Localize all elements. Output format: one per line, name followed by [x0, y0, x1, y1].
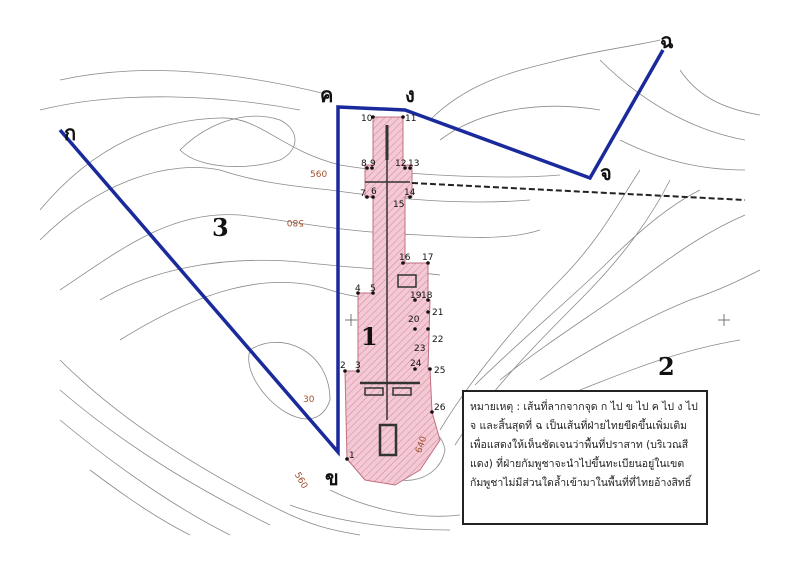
point-labels: 1 2 3 4 5 6 7 8 9 10 11 12 13 14 15 16 1… [340, 114, 446, 461]
temple-structure [360, 125, 420, 457]
corner-label-cho-ching: ฉ [660, 29, 674, 53]
point-label: 6 [371, 187, 377, 197]
point-label: 2 [340, 361, 346, 371]
point-label: 9 [370, 159, 376, 169]
temple-area [344, 116, 441, 486]
elevation-label: 580 [287, 217, 304, 227]
point-label: 22 [432, 335, 443, 345]
point-label: 15 [393, 200, 404, 210]
point-label: 10 [361, 114, 373, 124]
point-label: 26 [434, 403, 446, 413]
zone-label-2: 2 [658, 352, 675, 381]
survey-points [343, 115, 434, 461]
point-label: 23 [414, 344, 425, 354]
zone-label-1: 1 [361, 322, 378, 351]
point-label: 7 [360, 189, 366, 199]
point-label: 4 [355, 284, 361, 294]
point-label: 5 [370, 284, 376, 294]
point-label: 1 [349, 451, 355, 461]
elevation-label: 560 [292, 471, 309, 491]
corner-label-cho: จ [600, 161, 612, 185]
corner-label-ka: ก [64, 121, 76, 145]
point-label: 3 [355, 361, 361, 371]
corner-label-ngo: ง [405, 83, 415, 107]
zone-labels: 1 2 3 [212, 213, 675, 381]
point-label: 21 [432, 308, 443, 318]
point-label: 12 [395, 159, 406, 169]
corner-label-kho: ข [325, 466, 339, 490]
elevation-label: 30 [303, 395, 315, 405]
point-label: 17 [422, 253, 433, 263]
boundary-line [58, 49, 665, 457]
point-label: 18 [421, 291, 433, 301]
corner-labels: ก ข ค ง จ ฉ [64, 29, 674, 490]
point-label: 13 [408, 159, 419, 169]
contour-lines [39, 39, 761, 536]
point-label: 11 [405, 114, 416, 124]
legend-text: หมายเหตุ : เส้นที่ลากจากจุด ก ไป ข ไป ค … [470, 401, 698, 489]
point-label: 14 [404, 188, 416, 198]
elevation-label: 560 [310, 170, 327, 180]
zone-label-3: 3 [212, 213, 229, 242]
point-label: 24 [410, 359, 422, 369]
point-label: 8 [361, 159, 367, 169]
point-label: 19 [410, 291, 422, 301]
crosshair-marks [345, 314, 730, 326]
point-label: 20 [408, 315, 420, 325]
legend-note: หมายเหตุ : เส้นที่ลากจากจุด ก ไป ข ไป ค … [462, 390, 708, 525]
point-label: 25 [434, 366, 445, 376]
corner-label-kho-khwai: ค [320, 83, 333, 107]
dashed-line [411, 182, 746, 201]
point-label: 16 [399, 253, 411, 263]
